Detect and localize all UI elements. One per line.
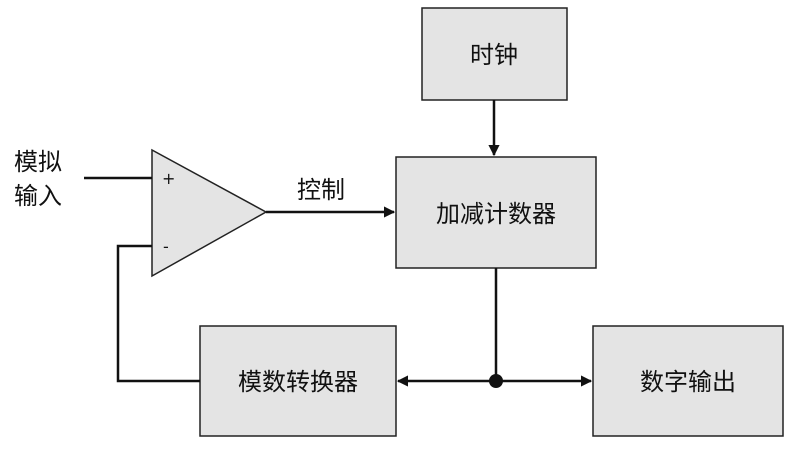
output-block: 数字输出	[592, 325, 784, 437]
plus-sign: +	[162, 169, 175, 188]
analog-input-label-line1: 模拟	[14, 148, 62, 176]
counter-block: 加减计数器	[395, 156, 597, 269]
junction-dot	[489, 374, 503, 388]
minus-sign: -	[163, 237, 169, 256]
clock-label: 时钟	[470, 41, 518, 69]
analog-input-label-line2: 输入	[14, 182, 62, 210]
counter-label: 加减计数器	[436, 200, 556, 228]
adc-label: 模数转换器	[238, 368, 358, 396]
adc-block: 模数转换器	[199, 325, 397, 437]
control-label: 控制	[297, 176, 345, 204]
comparator: + -	[151, 148, 268, 278]
feedback-wire	[116, 244, 200, 383]
output-label: 数字输出	[640, 368, 736, 396]
clock-block: 时钟	[421, 7, 568, 101]
